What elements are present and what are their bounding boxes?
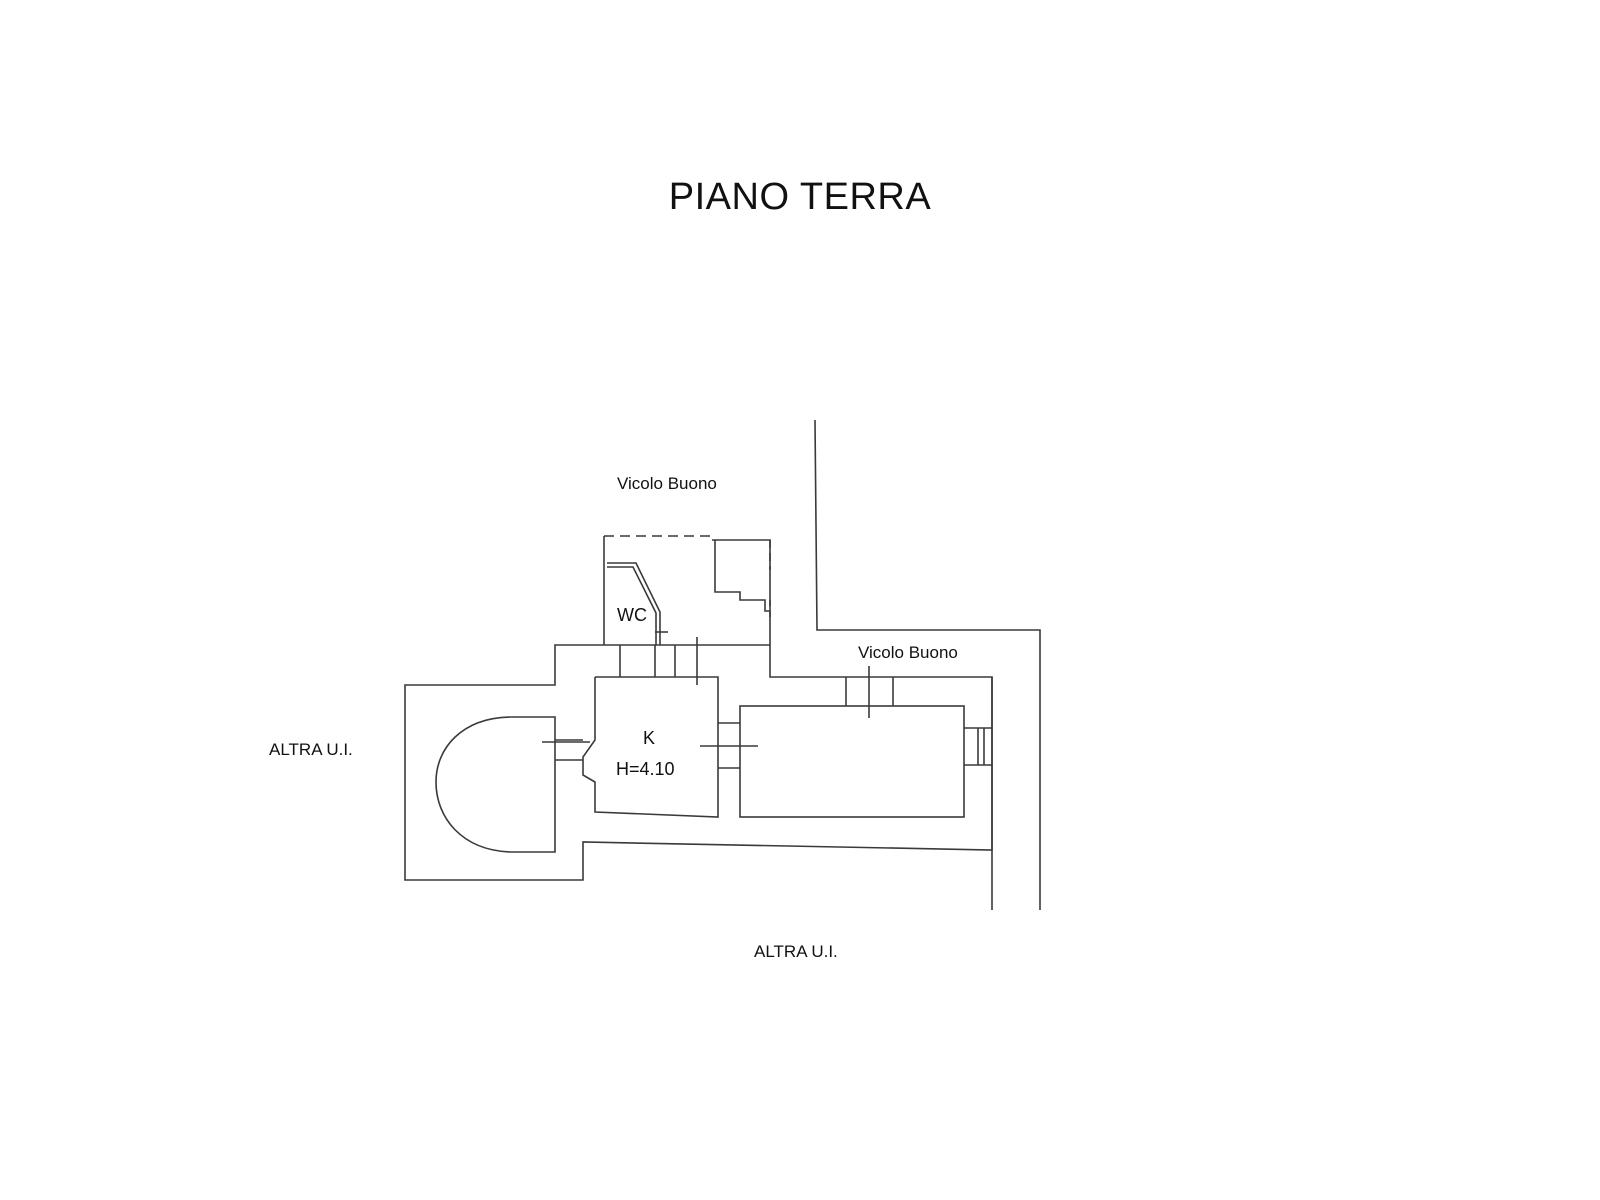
room-label-k: K [643,728,656,748]
room-right-outline [739,705,965,818]
street-label-right: Vicolo Buono [858,643,958,662]
street-boundary-inner [814,419,1041,910]
wc-diagonal-wall-inner [607,566,657,645]
plan-title: PIANO TERRA [668,176,932,218]
building-outline [404,539,993,881]
room-left-apse [435,716,556,853]
neighbor-label-left: ALTRA U.I. [269,740,353,759]
neighbor-label-bottom: ALTRA U.I. [754,942,838,961]
room-label-wc: WC [617,605,647,625]
street-label-top: Vicolo Buono [617,474,717,493]
room-label-k-height: H=4.10 [616,759,675,779]
wc-diagonal-wall [607,562,661,645]
wc-step-block [714,540,770,612]
